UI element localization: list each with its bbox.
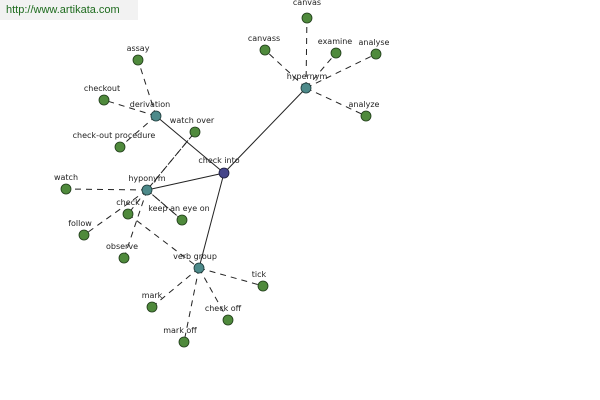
word-node-follow[interactable]: follow [68,219,92,241]
word-node-marker[interactable] [189,126,201,138]
word-node-marker[interactable] [176,214,188,226]
word-node-marker[interactable] [301,12,313,24]
word-node-marker[interactable] [178,336,190,348]
root-node-label: check into [198,156,239,165]
word-node-examine[interactable]: examine [318,37,353,59]
edge-root-verb_group [198,172,225,269]
edge-hypernym-w_canvass [264,49,307,89]
word-node-marker[interactable] [222,314,234,326]
relation-node-label: hyponym [128,174,166,183]
word-node-label: check off [205,304,242,313]
edge-hypernym-w_analyze [305,87,367,117]
word-node-mark-off[interactable]: mark off [163,326,197,348]
word-node-keep-an-eye-on[interactable]: keep an eye on [148,204,210,226]
edge-cross-w_check-verb_group [127,213,200,269]
word-node-observe[interactable]: observe [106,242,138,264]
relation-node-verb-group[interactable]: verb group [173,252,217,274]
word-node-label: check [116,198,140,207]
edge-hyponym-w_observe [123,189,148,259]
word-node-assay[interactable]: assay [127,44,150,66]
word-node-marker[interactable] [78,229,90,241]
word-node-check-out-procedure[interactable]: check-out procedure [73,131,156,153]
word-node-label: follow [68,219,92,228]
word-node-label: analyze [349,100,380,109]
edge-hyponym-w_watch [65,188,148,191]
word-node-label: observe [106,242,138,251]
edge-hypernym-w_examine [305,52,337,89]
graph-nodes: canvas canvass examine analyse analyze assay c… [54,0,390,348]
relation-node-hypernym[interactable]: hypernym [287,72,328,94]
edge-hypernym-w_analyse [305,53,377,89]
word-node-analyse[interactable]: analyse [359,38,390,60]
word-node-checkout[interactable]: checkout [84,84,120,106]
word-node-marker[interactable] [146,301,158,313]
edge-root-hypernym [223,87,307,174]
word-node-label: keep an eye on [148,204,209,213]
word-node-marker[interactable] [257,280,269,292]
edge-derivation-w_assay [137,59,157,117]
edge-cross-w_watch_over-hyponym [146,131,196,191]
word-node-marker[interactable] [370,48,382,60]
word-node-label: watch over [170,116,215,125]
word-node-label: mark [142,291,163,300]
relation-node-marker[interactable] [150,110,162,122]
word-node-marker[interactable] [132,54,144,66]
relation-node-hyponym[interactable]: hyponym [128,174,166,196]
relation-node-marker[interactable] [141,184,153,196]
relation-node-marker[interactable] [300,82,312,94]
relation-node-label: derivation [130,100,170,109]
word-node-label: checkout [84,84,120,93]
relation-node-label: hypernym [287,72,328,81]
edge-verb_group-w_check_off [198,267,229,321]
word-node-marker[interactable] [60,183,72,195]
word-node-marker[interactable] [360,110,372,122]
edge-root-derivation [155,115,225,174]
word-node-canvas[interactable]: canvas [293,0,321,24]
word-node-mark[interactable]: mark [142,291,163,313]
word-node-label: assay [127,44,150,53]
word-node-label: analyse [359,38,390,47]
edge-verb_group-w_mark_off [183,267,200,343]
word-node-marker[interactable] [118,252,130,264]
site-url-banner: http://www.artikata.com [0,0,138,20]
word-node-marker[interactable] [114,141,126,153]
word-node-check[interactable]: check [116,198,140,220]
word-node-watch-over[interactable]: watch over [170,116,215,138]
word-node-label: canvass [248,34,280,43]
word-node-canvass[interactable]: canvass [248,34,280,56]
word-node-analyze[interactable]: analyze [349,100,380,122]
word-node-label: watch [54,173,78,182]
root-node-check-into[interactable]: check into [198,156,240,179]
relation-node-label: verb group [173,252,217,261]
edge-hypernym-w_canvas [305,11,308,89]
word-node-label: mark off [163,326,197,335]
word-node-marker[interactable] [259,44,271,56]
word-node-label: check-out procedure [73,131,156,140]
relation-node-marker[interactable] [193,262,205,274]
word-node-label: canvas [293,0,321,7]
word-node-watch[interactable]: watch [54,173,78,195]
edge-derivation-w_checkout_proc [119,115,157,148]
word-node-tick[interactable]: tick [252,270,269,292]
word-node-check-off[interactable]: check off [205,304,242,326]
word-node-marker[interactable] [330,47,342,59]
word-node-marker[interactable] [122,208,134,220]
word-node-label: tick [252,270,267,279]
edge-derivation-w_checkout [103,99,157,117]
site-url-link[interactable]: http://www.artikata.com [6,4,120,16]
edge-root-hyponym [146,172,225,191]
edge-cross-w_keep_eye-hyponym [146,189,183,221]
word-node-marker[interactable] [98,94,110,106]
edge-verb_group-w_tick [198,267,264,287]
root-node-marker[interactable] [218,167,230,179]
edge-hyponym-w_follow [83,189,148,236]
relation-node-derivation[interactable]: derivation [130,100,170,122]
word-node-label: examine [318,37,353,46]
